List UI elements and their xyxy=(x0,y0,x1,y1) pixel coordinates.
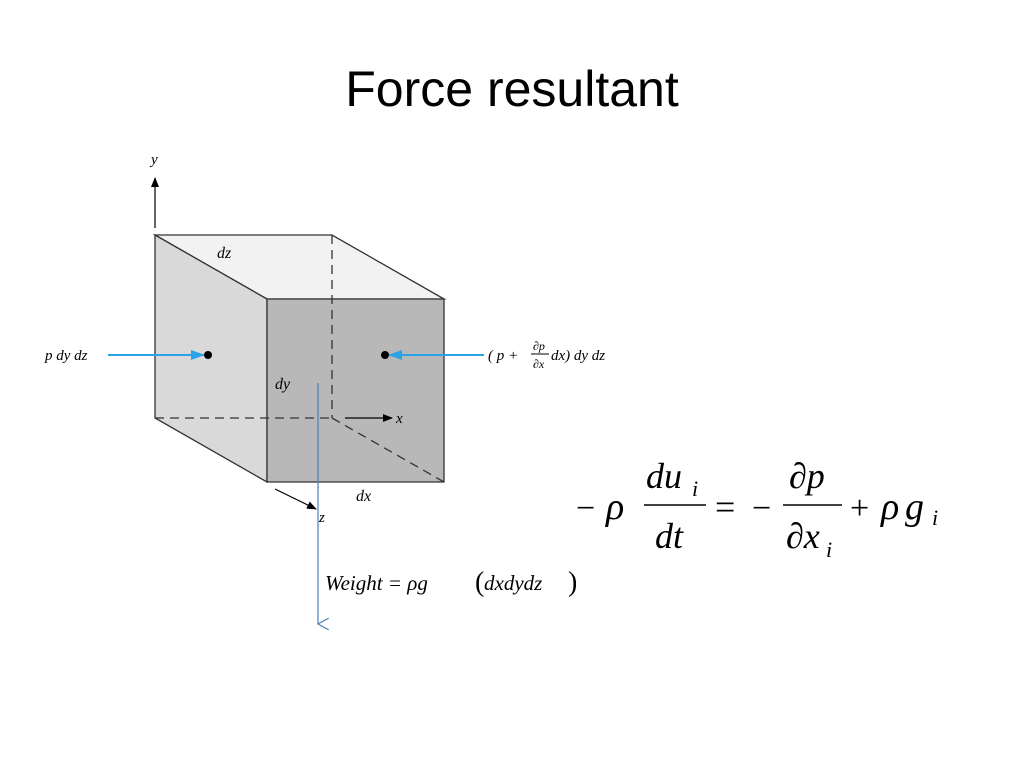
eq-g-sub: i xyxy=(932,505,938,530)
eq-numerator-2: ∂p xyxy=(789,456,825,496)
right-face-point xyxy=(381,351,389,359)
eq-rho-1: ρ xyxy=(605,486,624,528)
cube-hidden-edges xyxy=(155,235,445,483)
svg-text:∂p: ∂p xyxy=(533,339,545,353)
svg-text:dxdydz: dxdydz xyxy=(484,571,542,595)
eq-plus: + xyxy=(850,490,869,527)
svg-text:( p +: ( p + xyxy=(488,348,518,364)
left-face-point xyxy=(204,351,212,359)
dy-label: dy xyxy=(275,376,291,393)
z-axis-arrow xyxy=(274,488,317,510)
eq-minus-2: − xyxy=(752,490,771,527)
left-force-label: p dy dz xyxy=(44,348,88,364)
svg-text:(: ( xyxy=(475,567,484,598)
svg-text:): ) xyxy=(568,567,577,598)
eq-equals: = xyxy=(715,487,735,527)
eq-rho-2: ρ xyxy=(880,486,899,528)
eq-denominator-2: ∂x xyxy=(786,516,820,556)
eq-numerator-1: du xyxy=(646,456,682,496)
dx-label: dx xyxy=(356,488,371,505)
eq-numerator-1-sub: i xyxy=(692,476,698,501)
slide-title: Force resultant xyxy=(345,61,679,117)
y-axis-label: y xyxy=(149,152,158,168)
svg-text:Weight = ρg: Weight = ρg xyxy=(325,571,428,595)
svg-text:∂x: ∂x xyxy=(533,357,545,371)
x-axis-label: x xyxy=(395,411,403,427)
svg-text:dx) dy dz: dx) dy dz xyxy=(551,348,605,364)
eq-minus-1: − xyxy=(576,490,595,527)
right-force-label: ( p + ∂p ∂x dx) dy dz xyxy=(488,339,605,371)
weight-label: Weight = ρg ( dxdydz ) xyxy=(325,567,577,598)
eq-denominator-1: dt xyxy=(655,516,684,556)
eq-denominator-2-sub: i xyxy=(826,537,832,562)
z-axis-label: z xyxy=(318,510,325,526)
eq-g: g xyxy=(905,486,924,528)
dz-label: dz xyxy=(217,245,232,262)
